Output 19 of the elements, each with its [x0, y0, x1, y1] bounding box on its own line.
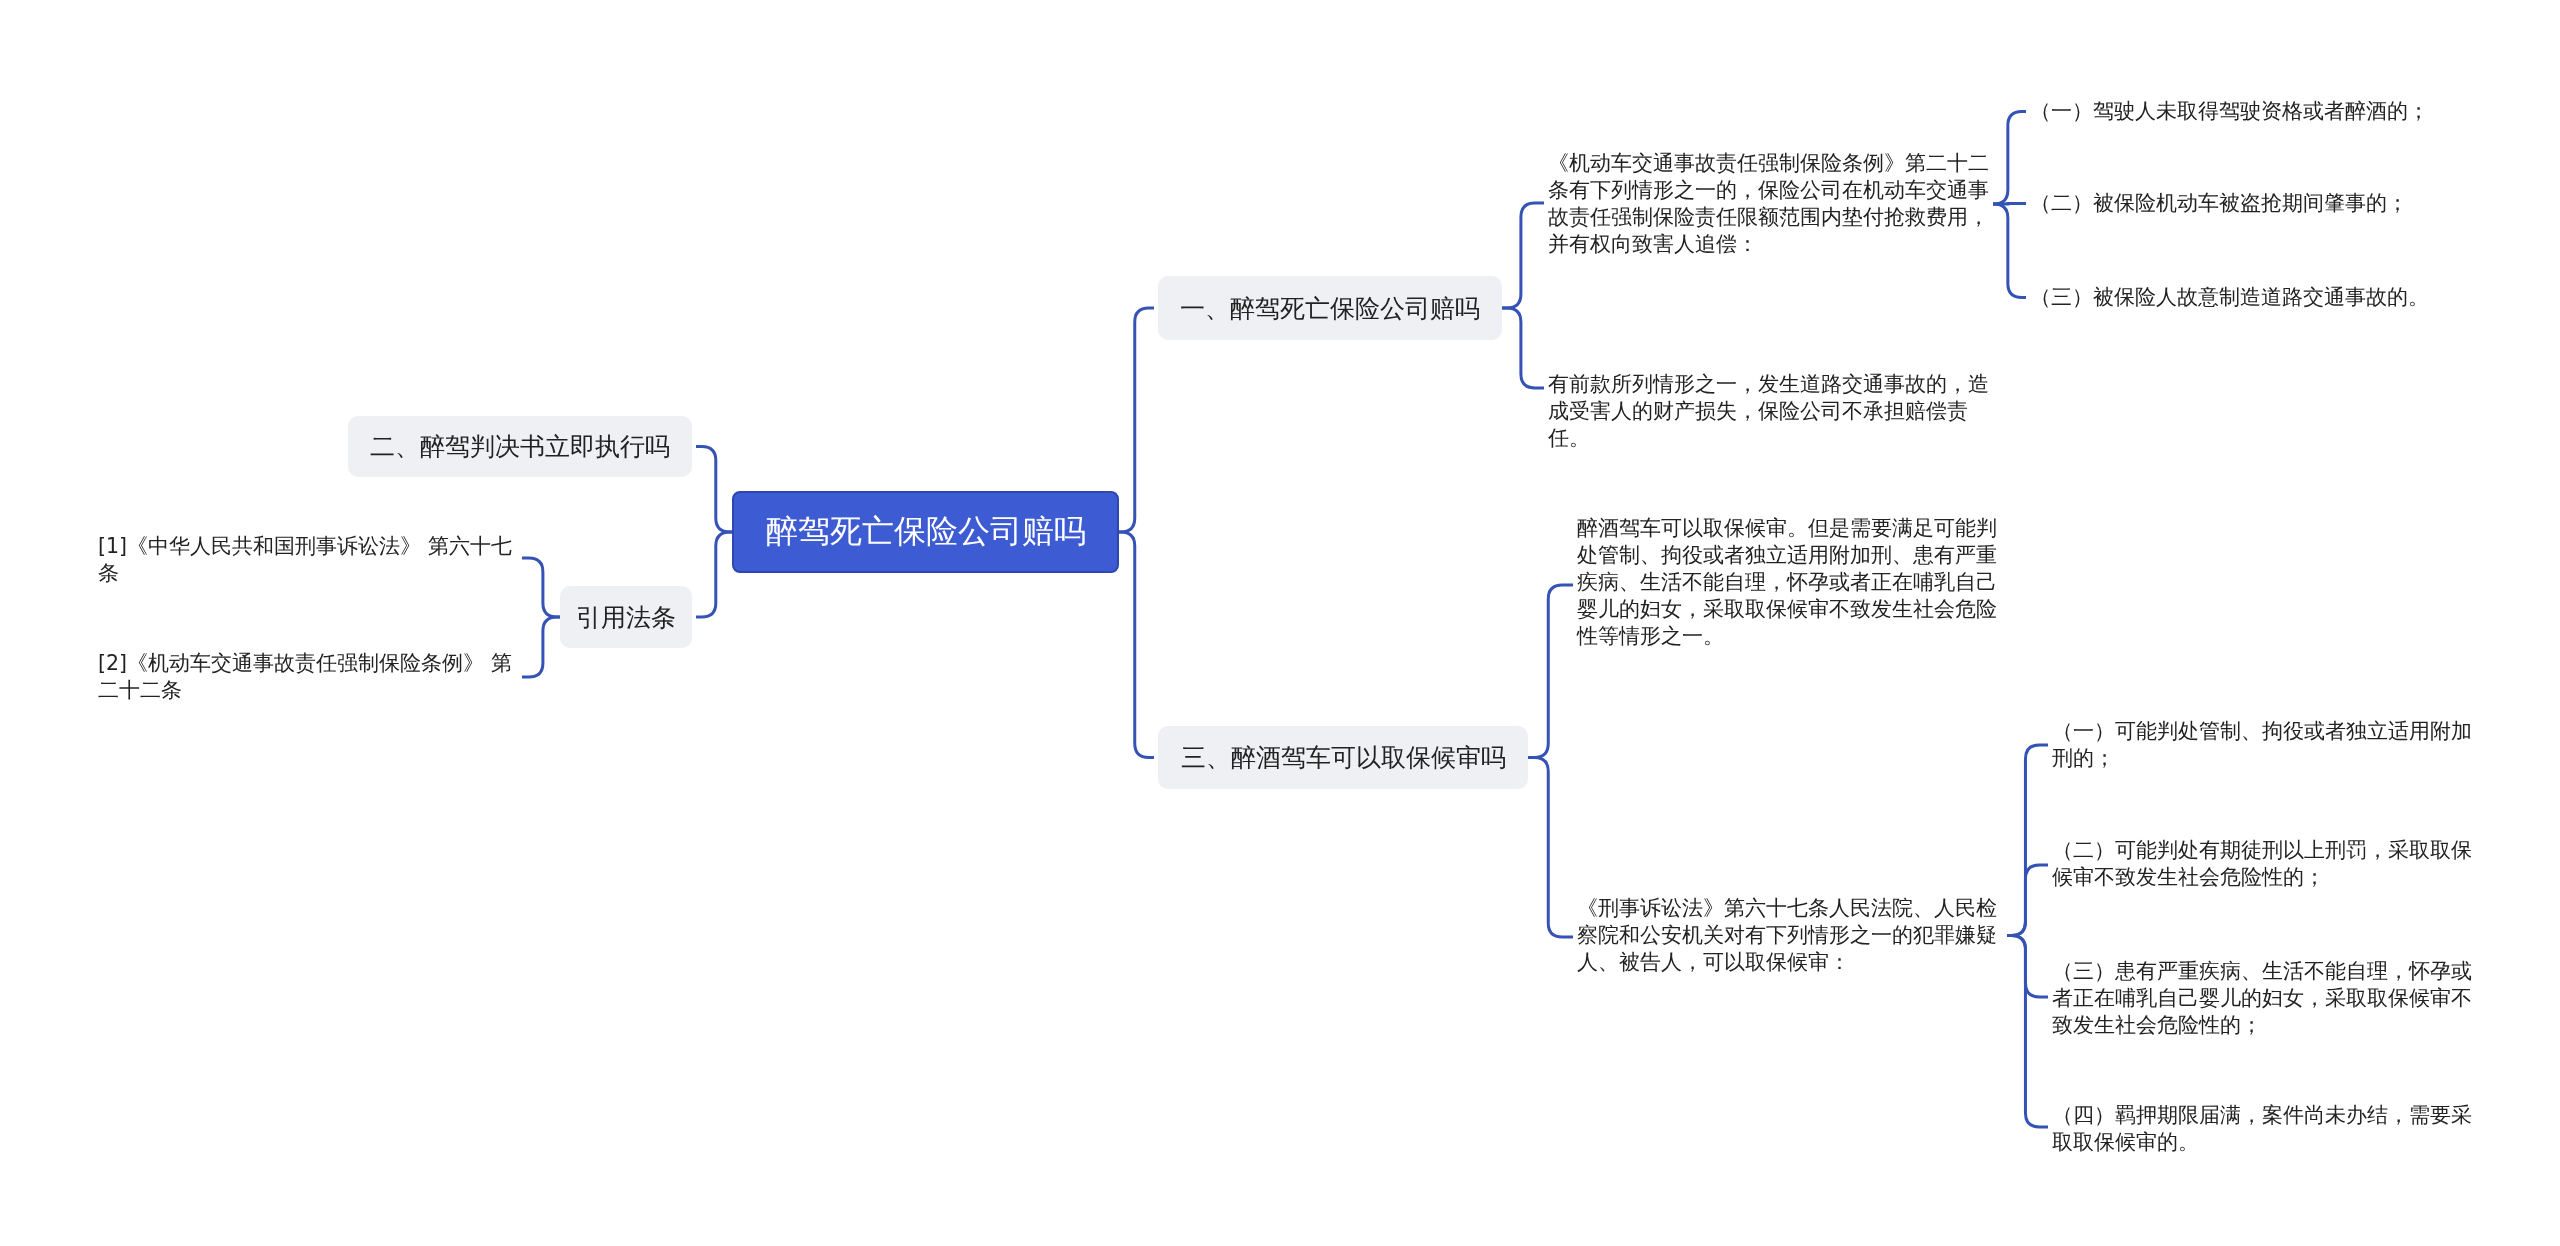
topic-text: （一）可能判处管制、拘役或者独立适用附加刑的； — [2052, 718, 2492, 772]
topic-text: （二）可能判处有期徒刑以上刑罚，采取取保候审不致发生社会危险性的； — [2052, 837, 2492, 891]
topic-text: 《刑事诉讼法》第六十七条人民法院、人民检察院和公安机关对有下列情形之一的犯罪嫌疑人、被告人，可以取保候审： — [1577, 895, 2007, 976]
topic-text: [1]《中华人民共和国刑事诉讼法》 第六十七条 — [98, 533, 518, 587]
topic-box: 三、醉酒驾车可以取保候审吗 — [1158, 726, 1528, 789]
topic-box: 二、醉驾判决书立即执行吗 — [348, 416, 692, 477]
topic-text: （三）患有严重疾病、生活不能自理，怀孕或者正在哺乳自己婴儿的妇女，采取取保候审不致发生社会危险性的； — [2052, 958, 2492, 1039]
topic-text: 有前款所列情形之一，发生道路交通事故的，造成受害人的财产损失，保险公司不承担赔偿责任。 — [1548, 371, 1993, 452]
topic-text: （三）被保险人故意制造道路交通事故的。 — [2030, 284, 2510, 311]
topic-text: 《机动车交通事故责任强制保险条例》第二十二条有下列情形之一的，保险公司在机动车交通事故责任强制保险责任限额范围内垫付抢救费用，并有权向致害人追偿： — [1548, 150, 1993, 258]
topic-box: 一、醉驾死亡保险公司赔吗 — [1158, 276, 1502, 340]
topic-text: （一）驾驶人未取得驾驶资格或者醉酒的； — [2030, 98, 2510, 125]
topic-box: 引用法条 — [560, 586, 692, 648]
topic-text: [2]《机动车交通事故责任强制保险条例》 第二十二条 — [98, 650, 518, 704]
topic-text: 醉酒驾车可以取保候审。但是需要满足可能判处管制、拘役或者独立适用附加刑、患有严重疾病、生活不能自理，怀孕或者正在哺乳自己婴儿的妇女，采取取保候审不致发生社会危险性等情形之一。 — [1577, 515, 2007, 650]
topic-text: （四）羁押期限届满，案件尚未办结，需要采取取保候审的。 — [2052, 1102, 2492, 1156]
topic-text: （二）被保险机动车被盗抢期间肇事的； — [2030, 190, 2510, 217]
central-topic-box: 醉驾死亡保险公司赔吗 — [732, 491, 1119, 573]
connector-line — [696, 530, 732, 619]
